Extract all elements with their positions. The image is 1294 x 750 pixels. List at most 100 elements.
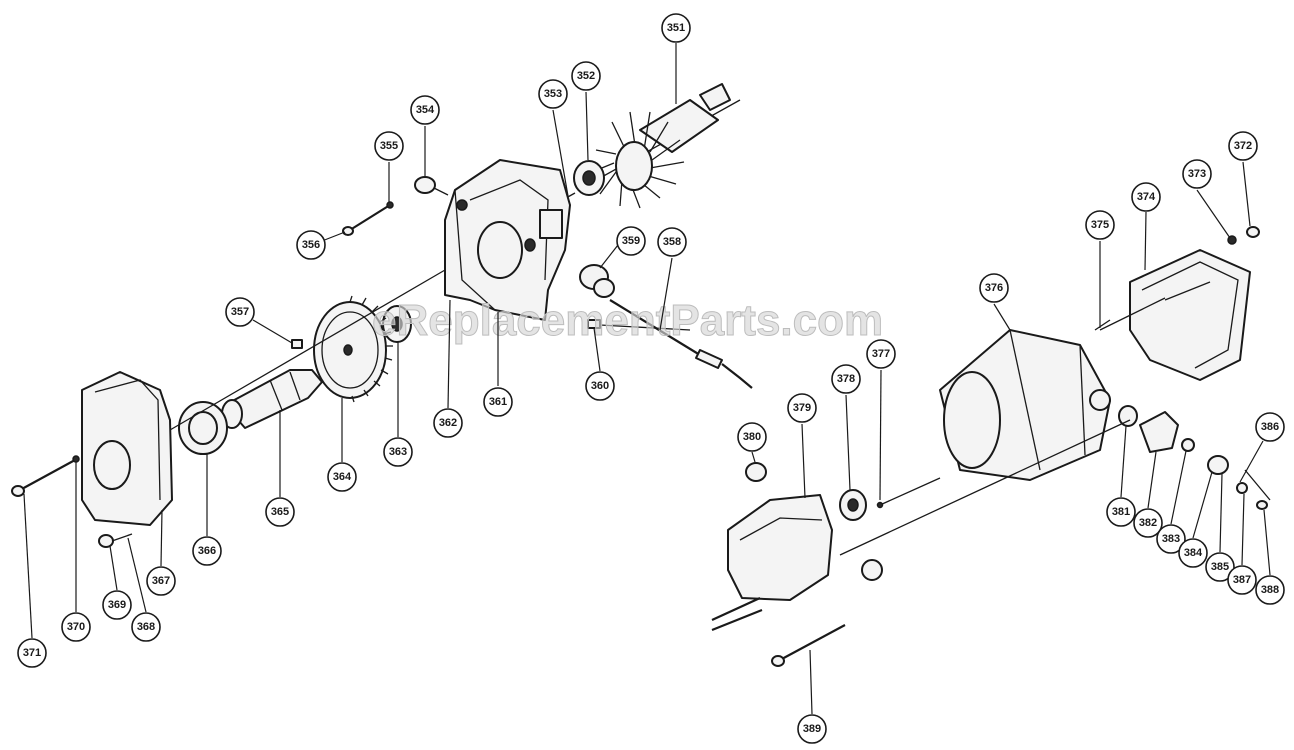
- watermark-text: eReplacementParts.com: [372, 296, 883, 345]
- callout-number: 353: [544, 88, 562, 100]
- callout-number: 375: [1091, 219, 1109, 231]
- pin-377-part: [876, 477, 941, 509]
- callout-number: 369: [108, 599, 126, 611]
- armature-part: [591, 83, 741, 209]
- callout-370: 370: [61, 612, 91, 642]
- callout-351: 351: [661, 13, 691, 43]
- callout-circle: [616, 226, 646, 256]
- callout-number: 358: [663, 236, 681, 248]
- end-bell-379-part: [711, 462, 883, 632]
- callout-number: 372: [1234, 140, 1252, 152]
- callout-number: 364: [333, 471, 352, 483]
- callout-circle: [146, 566, 176, 596]
- callout-labels: 3513523533543553563573583593603613623633…: [17, 13, 1285, 744]
- callout-388: 388: [1255, 575, 1285, 605]
- callout-354: 354: [410, 95, 440, 125]
- callout-number: 368: [137, 621, 155, 633]
- callout-360: 360: [585, 371, 615, 401]
- callout-379: 379: [787, 393, 817, 423]
- callout-number: 354: [416, 104, 435, 116]
- callout-number: 379: [793, 402, 811, 414]
- bearing-352-part: [573, 160, 605, 196]
- rear-cover-374-part: [1129, 226, 1260, 381]
- callout-number: 388: [1261, 584, 1279, 596]
- assembly-axis-lines: [169, 269, 1166, 556]
- callout-number: 381: [1112, 506, 1130, 518]
- callout-372: 372: [1228, 131, 1258, 161]
- callout-circle: [1255, 412, 1285, 442]
- callout-number: 370: [67, 621, 85, 633]
- callout-355: 355: [374, 131, 404, 161]
- callout-377: 377: [866, 339, 896, 369]
- callout-number: 361: [489, 396, 507, 408]
- callout-number: 359: [622, 235, 640, 247]
- callout-circle: [1178, 538, 1208, 568]
- callout-number: 389: [803, 723, 821, 735]
- callout-number: 374: [1137, 191, 1156, 203]
- callout-371: 371: [17, 638, 47, 668]
- callout-367: 367: [146, 566, 176, 596]
- callout-380: 380: [737, 422, 767, 452]
- callout-circle: [17, 638, 47, 668]
- gear-364-part: [313, 295, 393, 403]
- callout-number: 387: [1233, 574, 1251, 586]
- callout-circle: [433, 408, 463, 438]
- callout-357: 357: [225, 297, 255, 327]
- screws-354-356-part: [342, 176, 449, 236]
- callout-number: 380: [743, 431, 761, 443]
- callout-369: 369: [102, 590, 132, 620]
- callout-366: 366: [192, 536, 222, 566]
- brush-holder-cord-part: [579, 264, 753, 389]
- callout-circle: [585, 371, 615, 401]
- callout-number: 385: [1211, 561, 1229, 573]
- callout-number: 355: [380, 140, 398, 152]
- callout-circle: [787, 393, 817, 423]
- motor-housing-376-part: [939, 319, 1111, 481]
- callout-number: 365: [271, 506, 289, 518]
- callout-number: 357: [231, 306, 249, 318]
- callout-373: 373: [1182, 159, 1212, 189]
- callout-382: 382: [1133, 508, 1163, 538]
- callout-number: 371: [23, 647, 41, 659]
- callout-number: 382: [1139, 517, 1157, 529]
- callout-circle: [1156, 524, 1186, 554]
- callout-number: 367: [152, 575, 170, 587]
- callout-376: 376: [979, 273, 1009, 303]
- callout-circle: [1205, 552, 1235, 582]
- callout-circle: [296, 230, 326, 260]
- callout-circle: [225, 297, 255, 327]
- gear-housing-part: [444, 159, 571, 321]
- callout-circle: [1227, 565, 1257, 595]
- callout-353: 353: [538, 79, 568, 109]
- callout-circle: [192, 536, 222, 566]
- callout-circle: [866, 339, 896, 369]
- callout-number: 386: [1261, 421, 1279, 433]
- callout-383: 383: [1156, 524, 1186, 554]
- callout-circle: [979, 273, 1009, 303]
- callout-circle: [1133, 508, 1163, 538]
- callout-circle: [1131, 182, 1161, 212]
- callout-number: 360: [591, 380, 609, 392]
- callout-375: 375: [1085, 210, 1115, 240]
- brush-assembly-parts: [1118, 405, 1271, 510]
- callout-385: 385: [1205, 552, 1235, 582]
- callout-389: 389: [797, 714, 827, 744]
- bearing-363-part: [382, 305, 412, 343]
- callout-number: 383: [1162, 533, 1180, 545]
- callout-386: 386: [1255, 412, 1285, 442]
- callout-number: 351: [667, 22, 685, 34]
- callout-circle: [657, 227, 687, 257]
- callout-378: 378: [831, 364, 861, 394]
- callout-352: 352: [571, 61, 601, 91]
- callout-circle: [661, 13, 691, 43]
- callout-circle: [1182, 159, 1212, 189]
- callout-358: 358: [657, 227, 687, 257]
- callout-number: 352: [577, 70, 595, 82]
- callout-circle: [1085, 210, 1115, 240]
- callout-circle: [1228, 131, 1258, 161]
- callout-361: 361: [483, 387, 513, 417]
- callout-circle: [737, 422, 767, 452]
- callout-356: 356: [296, 230, 326, 260]
- callout-359: 359: [616, 226, 646, 256]
